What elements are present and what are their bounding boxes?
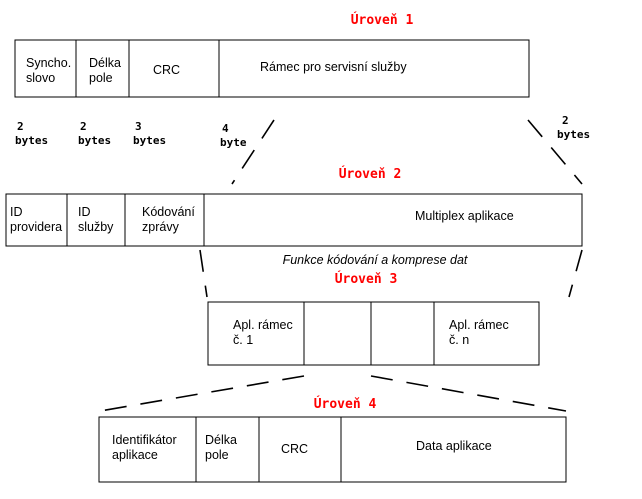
field-length-label-line-2: pole [205, 448, 229, 462]
zoom-line-left-3-4 [99, 375, 305, 412]
field-length-label-line-2: pole [89, 71, 113, 85]
zoom-line-left-2-3 [199, 249, 208, 298]
zoom-line-right-1-2 [527, 119, 583, 185]
crc-label: CRC [281, 442, 308, 456]
level-2-frame-box [5, 193, 583, 247]
coding-compression-caption: Funkce kódování a komprese dat [283, 253, 468, 267]
app-frame-n-label-line-1: Apl. rámec [449, 318, 509, 332]
sync-word-label-line-1: Syncho. [26, 56, 71, 70]
level-3-frame-box [207, 301, 540, 366]
zoom-line-right-3-4 [370, 375, 567, 412]
crc-label: CRC [153, 63, 180, 77]
service-id-label-line-2: služby [78, 220, 114, 234]
app-data-label: Data aplikace [416, 439, 492, 453]
provider-id-label-line-2: providera [10, 220, 62, 234]
level-1-frame: Syncho. slovo Délka pole CRC Rámec pro s… [14, 39, 530, 98]
byte-size-service-line-2: byte [220, 136, 247, 149]
sync-word-label-line-2: slovo [26, 71, 55, 85]
level-4-title: Úroveň 4 [314, 396, 377, 412]
zoom-line-right-2-3 [568, 249, 583, 298]
message-coding-label-line-2: zprávy [142, 220, 180, 234]
level-1-frame-box [14, 39, 530, 98]
byte-size-crc-line-1: 3 [135, 120, 142, 133]
app-frame-n-label-line-2: č. n [449, 333, 469, 347]
level-4-frame-box [98, 416, 567, 483]
level-2-frame: ID providera ID služby Kódování zprávy M… [5, 193, 583, 247]
message-coding-label-line-1: Kódování [142, 205, 195, 219]
level-4-frame: Identifikátor aplikace Délka pole CRC Da… [98, 416, 567, 483]
byte-size-tail-line-2: bytes [557, 128, 590, 141]
provider-id-label-line-1: ID [10, 205, 23, 219]
level-3-frame: Apl. rámec č. 1 Apl. rámec č. n [207, 301, 540, 366]
app-id-label-line-1: Identifikátor [112, 433, 177, 447]
app-frame-1-label-line-1: Apl. rámec [233, 318, 293, 332]
multiplex-label: Multiplex aplikace [415, 209, 514, 223]
byte-size-length-line-2: bytes [78, 134, 111, 147]
byte-size-length-line-1: 2 [80, 120, 87, 133]
app-id-label-line-2: aplikace [112, 448, 158, 462]
field-length-label-line-1: Délka [89, 56, 121, 70]
byte-size-sync-line-1: 2 [17, 120, 24, 133]
level-2-title: Úroveň 2 [339, 166, 402, 182]
zoom-line-left-1-2 [231, 119, 275, 185]
service-frame-label: Rámec pro servisní služby [260, 60, 407, 74]
app-frame-1-label-line-2: č. 1 [233, 333, 253, 347]
byte-size-crc-line-2: bytes [133, 134, 166, 147]
level-3-title: Úroveň 3 [335, 271, 398, 287]
service-id-label-line-1: ID [78, 205, 91, 219]
level-1-title: Úroveň 1 [351, 12, 414, 28]
byte-size-sync-line-2: bytes [15, 134, 48, 147]
byte-size-tail-line-1: 2 [562, 114, 569, 127]
byte-size-service-line-1: 4 [222, 122, 229, 135]
field-length-label-line-1: Délka [205, 433, 237, 447]
